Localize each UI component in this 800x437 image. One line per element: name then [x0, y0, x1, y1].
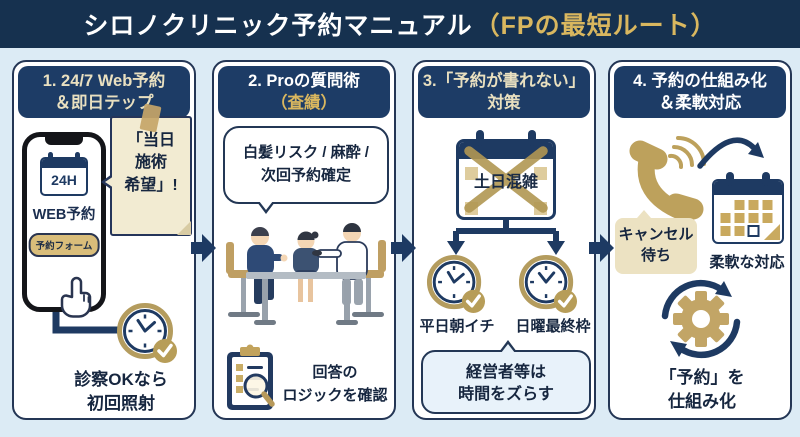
page-title: シロノクリニック予約マニュアル: [83, 12, 473, 40]
step-arrow-icon: [191, 234, 216, 262]
title-bar: シロノクリニック予約マニュアル （FPの最短ルート）: [0, 0, 800, 48]
step-arrow-icon: [589, 234, 614, 262]
flexible-label: 柔軟な対応: [709, 254, 785, 271]
gold-x-mark: [464, 146, 548, 213]
cancel-wait-badge: キャンセル 待ち: [615, 210, 697, 274]
speech-bubble-icon: 白髪リスク / 麻酔 / 次回予約確定: [223, 126, 389, 214]
step2-check-text: 回答の ロジックを確認: [282, 364, 388, 404]
step4-header: 4. 予約の仕組み化 ＆柔軟対応: [614, 66, 786, 118]
clock-check-icon: [426, 254, 486, 314]
crossed-label: 土日混雑: [473, 174, 538, 191]
calendar-grid-icon: [712, 172, 784, 244]
slot-weekday-label: 平日朝イチ: [419, 318, 495, 335]
tip-bubble-icon: 経営者等は 時間をズらす: [421, 340, 591, 414]
calendar-24h-icon: 24H: [40, 152, 88, 196]
question-topics: 白髪リスク / 麻酔 / 次回予約確定: [243, 144, 369, 185]
step2-card: 2. Proの質問術 （査績） 白髪リスク / 麻酔 / 次回予約確定: [212, 60, 396, 420]
same-day-note: 「当日 施術 希望」!: [124, 132, 178, 194]
step4-card: 4. 予約の仕組み化 ＆柔軟対応: [608, 60, 792, 420]
step1-header: 1. 24/7 Web予約 ＆即日テップ: [18, 66, 190, 118]
step2-header-line2: （査績）: [271, 94, 337, 112]
step1-card: 1. 24/7 Web予約 ＆即日テップ 24H WEB予約 予約フォーム: [12, 60, 196, 420]
step2-header: 2. Proの質問術 （査績）: [218, 66, 390, 118]
clock-check-icon: [117, 303, 177, 363]
clock-check-icon: [518, 254, 578, 314]
step-arrow-icon: [391, 234, 416, 262]
calendar-badge: 24H: [51, 172, 77, 188]
step2-header-line1: 2. Proの質問術: [248, 71, 360, 90]
step3-header-line2: 対策: [487, 94, 521, 112]
booking-form-button: 予約フォーム: [28, 233, 100, 257]
step1-header-line1: 1. 24/7 Web予約: [42, 71, 166, 90]
curved-arrow-icon: [697, 137, 764, 169]
step4-header-line1: 4. 予約の仕組み化: [633, 71, 767, 90]
phone-handset-icon: [629, 136, 706, 221]
branch-arrow-icon: [447, 220, 565, 255]
phone-notch: [45, 136, 83, 145]
step3-header: 3.「予約が書れない」 対策: [418, 66, 590, 118]
calendar-crossed-icon: 土日混雑: [456, 130, 556, 220]
gear-cycle-icon: [661, 279, 741, 359]
hand-cursor-icon: [60, 276, 92, 318]
slot-sunday-label: 日曜最終枠: [515, 318, 591, 335]
step3-card: 3.「予約が書れない」 対策 土日混雑: [412, 60, 596, 420]
step4-system-text: 「予約」を 仕組み化: [659, 368, 745, 411]
smartphone-icon: 24H WEB予約 予約フォーム: [22, 132, 106, 312]
sticky-note-icon: 「当日 施術 希望」!: [101, 103, 192, 236]
step1-header-line2: ＆即日テップ: [54, 94, 154, 112]
web-booking-label: WEB予約: [32, 207, 96, 223]
step4-header-line2: ＆柔軟対応: [658, 94, 742, 112]
step1-outcome: 診察OKなら 初回照射: [74, 370, 168, 413]
step3-tip-text: 経営者等は 時間をズらす: [458, 364, 554, 404]
page-title-highlight: （FPの最短ルート）: [474, 12, 717, 40]
clipboard-magnifier-icon: [227, 344, 275, 410]
meeting-illustration: [226, 223, 386, 325]
step3-header-line1: 3.「予約が書れない」: [422, 71, 586, 90]
